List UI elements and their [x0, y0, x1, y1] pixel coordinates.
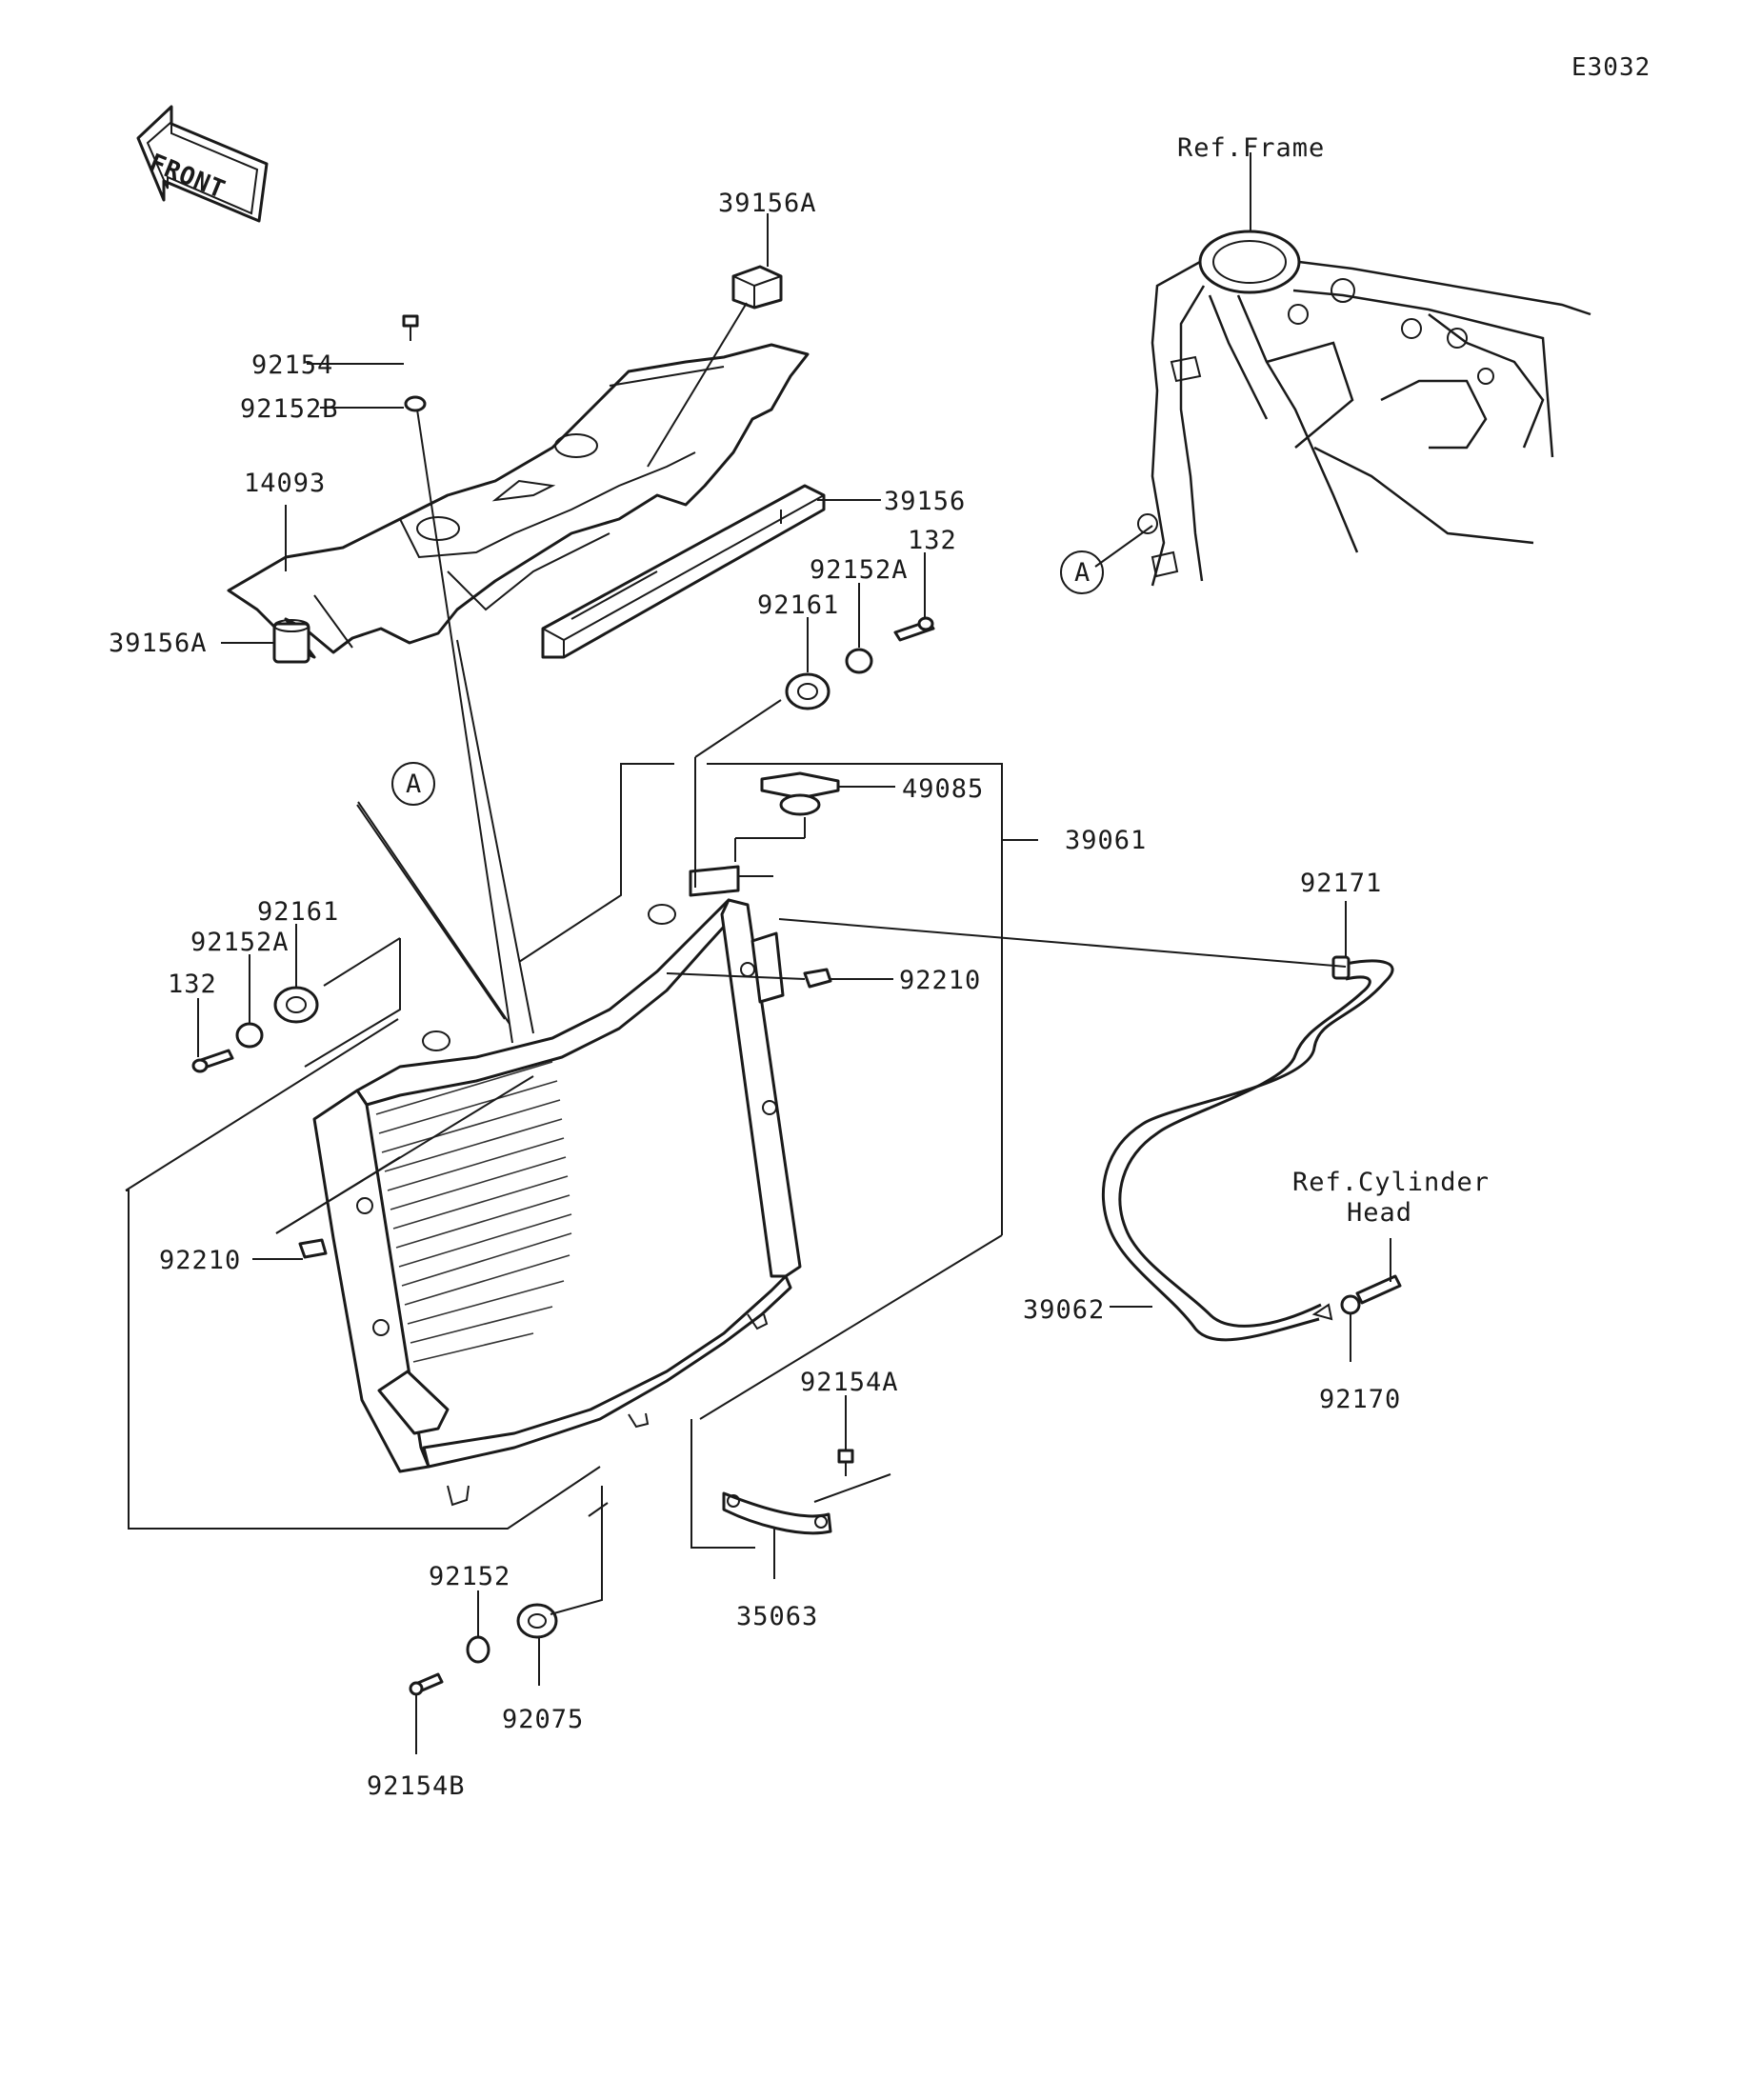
part-14093: 14093: [244, 469, 327, 498]
ref-cylinder-label: Ref.Cylinder: [1292, 1168, 1491, 1197]
collar-92152A-right-icon: [845, 648, 873, 674]
part-92154: 92154: [251, 350, 334, 380]
part-92210-right: 92210: [899, 966, 982, 995]
ref-frame-label: Ref.Frame: [1177, 133, 1326, 163]
bolt-92154A-icon: [837, 1449, 854, 1476]
grommet-92161-left-icon: [273, 986, 319, 1024]
clamp-92210-right-icon: [803, 968, 832, 989]
bolt-92154B-icon: [409, 1672, 444, 1696]
part-92152A-left: 92152A: [190, 928, 290, 957]
part-39156: 39156: [884, 487, 967, 516]
grommet-92075-icon: [516, 1603, 558, 1639]
part-39156A-top: 39156A: [718, 189, 817, 218]
part-49085: 49085: [902, 774, 985, 804]
bolt-132-left-icon: [191, 1049, 234, 1073]
part-92152: 92152: [429, 1562, 511, 1591]
part-92154A: 92154A: [800, 1368, 899, 1397]
grommet-92161-right-icon: [785, 672, 830, 710]
bolt-132-right-icon: [893, 616, 935, 642]
front-arrow-icon: [136, 105, 269, 223]
leader-lines: [125, 152, 1391, 1754]
frame-reference-drawing: [1137, 230, 1591, 587]
callout-a-frame-icon: [1060, 550, 1104, 594]
bracket-35063: [722, 1491, 832, 1535]
part-35063: 35063: [736, 1602, 819, 1631]
part-92170: 92170: [1319, 1385, 1402, 1414]
part-39061: 39061: [1065, 826, 1148, 855]
ref-head-label: Head: [1347, 1198, 1413, 1228]
radiator-39061: [312, 865, 802, 1507]
collar-92152A-left-icon: [235, 1022, 264, 1049]
part-132-left: 132: [168, 970, 217, 999]
collar-92152B-icon: [404, 395, 427, 412]
diagram-id: E3032: [1571, 53, 1651, 82]
part-92154B: 92154B: [367, 1771, 466, 1801]
part-92075: 92075: [502, 1705, 585, 1734]
radiator-core-fins: [375, 1061, 572, 1363]
fitting-92170-icon: [1340, 1274, 1402, 1315]
foam-strip-39156: [541, 484, 826, 659]
bolt-92154-icon: [402, 314, 419, 341]
radiator-cap-49085-icon: [760, 771, 840, 816]
collar-92152-icon: [466, 1635, 490, 1664]
part-92152B: 92152B: [240, 394, 339, 424]
part-92152A-right: 92152A: [810, 555, 909, 585]
part-132-right: 132: [908, 526, 957, 555]
callout-a-radiator-letter: A: [406, 770, 423, 799]
part-92171: 92171: [1300, 869, 1383, 898]
callout-a-radiator-icon: [391, 762, 435, 806]
part-92210-left: 92210: [159, 1246, 242, 1275]
part-39062: 39062: [1023, 1295, 1106, 1325]
callout-a-frame-letter: A: [1074, 558, 1091, 588]
foam-block-39156A-top: [731, 265, 783, 310]
foam-block-39156A-left: [272, 619, 310, 664]
hose-39062: [1102, 955, 1394, 1342]
part-92161-left: 92161: [257, 897, 340, 927]
part-39156A-left: 39156A: [109, 629, 208, 658]
clamp-92210-left-icon: [298, 1238, 328, 1259]
shroud-14093: [227, 343, 810, 659]
part-92161-right: 92161: [757, 590, 840, 620]
